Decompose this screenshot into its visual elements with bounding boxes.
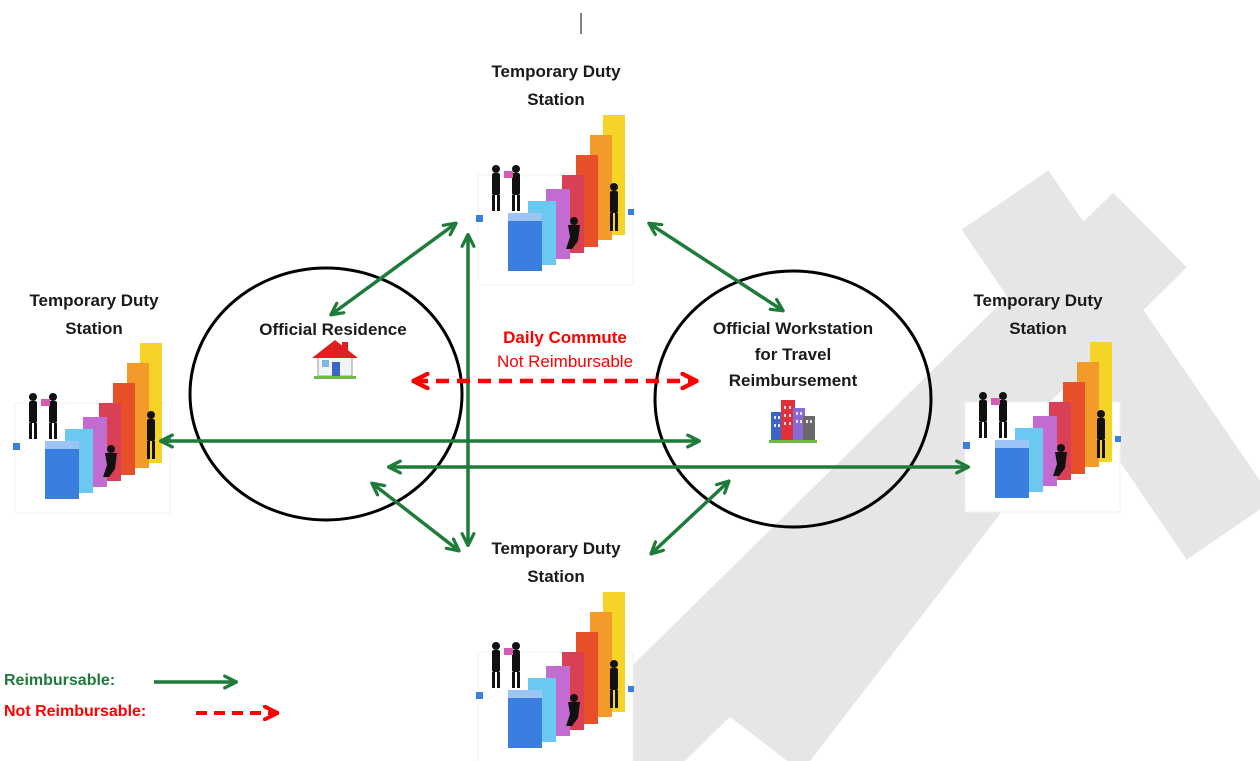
arrow-residence-to-top-tds [332,224,455,314]
official-workstation-circle [653,269,933,529]
office-buildings-icon [769,400,817,443]
arrow-top-tds-to-workstation [650,224,782,310]
official-residence-label: Official Residence [259,320,407,339]
daily-commute-label: Daily Commute Not Reimbursable [496,328,634,371]
house-icon [311,339,359,380]
legend-reimbursable-label: Reimbursable: [4,672,116,689]
tds-left-illustration [12,342,172,514]
tds-bottom-illustration [475,591,635,761]
arrow-residence-to-bottom-tds [373,484,458,550]
tds-top-illustration [475,114,635,286]
reimbursable-arrows [162,224,967,553]
legend-not-reimbursable-label: Not Reimbursable: [4,703,147,720]
official-workstation-label: Official Workstation for Travel Reimburs… [712,319,874,390]
watermark [573,170,1260,761]
arrow-bottom-tds-to-workstation [652,482,728,553]
official-residence-circle [188,266,464,522]
